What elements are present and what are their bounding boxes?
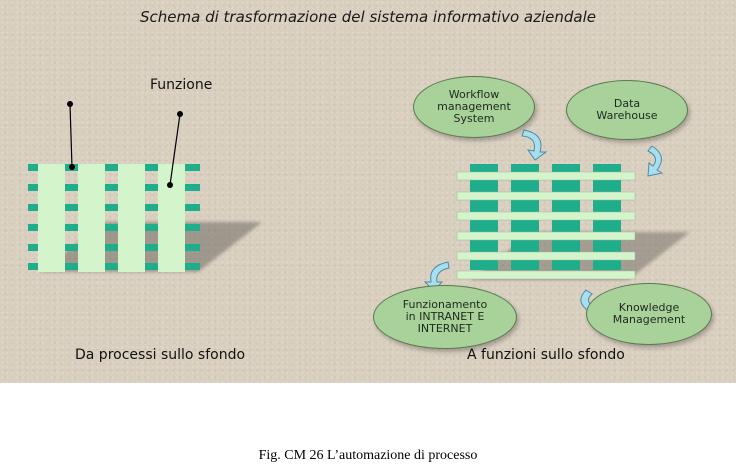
bubble-workflow: Workflow management System bbox=[413, 76, 535, 138]
function-label: Funzione bbox=[150, 77, 213, 93]
diagram-graphics bbox=[28, 101, 690, 318]
left-h-bar bbox=[28, 263, 200, 270]
left-v-column bbox=[38, 164, 65, 272]
left-h-bar bbox=[28, 184, 200, 191]
left-h-bar bbox=[28, 164, 200, 171]
left-h-bar bbox=[28, 204, 200, 211]
bubble-intranet-text: Funzionamento in INTRANET E INTERNET bbox=[402, 298, 488, 335]
right-caption: A funzioni sullo sfondo bbox=[467, 347, 625, 363]
diagram-title: Schema di trasformazione del sistema inf… bbox=[140, 8, 596, 26]
right-h-bar bbox=[456, 211, 636, 221]
left-h-bar bbox=[28, 224, 200, 231]
right-h-bar bbox=[456, 171, 636, 181]
bubble-knowledge: Knowledge Management bbox=[586, 283, 712, 345]
pointer-dot bbox=[69, 164, 75, 170]
bubble-intranet: Funzionamento in INTRANET E INTERNET bbox=[373, 285, 517, 349]
curved-arrow-icon bbox=[647, 145, 664, 177]
bubble-knowledge-text: Knowledge Management bbox=[612, 301, 686, 326]
pointer-line bbox=[169, 113, 181, 186]
left-caption: Da processi sullo sfondo bbox=[75, 347, 246, 363]
left-weave bbox=[28, 101, 262, 272]
right-h-bar bbox=[456, 231, 636, 241]
right-h-bar bbox=[456, 270, 636, 280]
left-v-column bbox=[118, 164, 145, 272]
bubble-data-warehouse: Data Warehouse bbox=[566, 80, 688, 140]
left-h-bar bbox=[28, 244, 200, 251]
left-v-column bbox=[158, 164, 185, 272]
pointer-dot bbox=[167, 182, 173, 188]
figure-caption: Fig. CM 26 L’automazione di processo bbox=[258, 448, 478, 463]
right-h-bar bbox=[456, 191, 636, 201]
right-weave bbox=[456, 164, 690, 280]
right-h-bar bbox=[456, 251, 636, 261]
curved-arrow-icon bbox=[521, 129, 548, 161]
bubble-data-warehouse-text: Data Warehouse bbox=[596, 97, 658, 122]
left-v-column bbox=[78, 164, 105, 272]
pointer-dot bbox=[177, 111, 183, 117]
pointer-line bbox=[69, 103, 73, 168]
bubble-workflow-text: Workflow management System bbox=[437, 88, 511, 125]
pointer-dot bbox=[67, 101, 73, 107]
